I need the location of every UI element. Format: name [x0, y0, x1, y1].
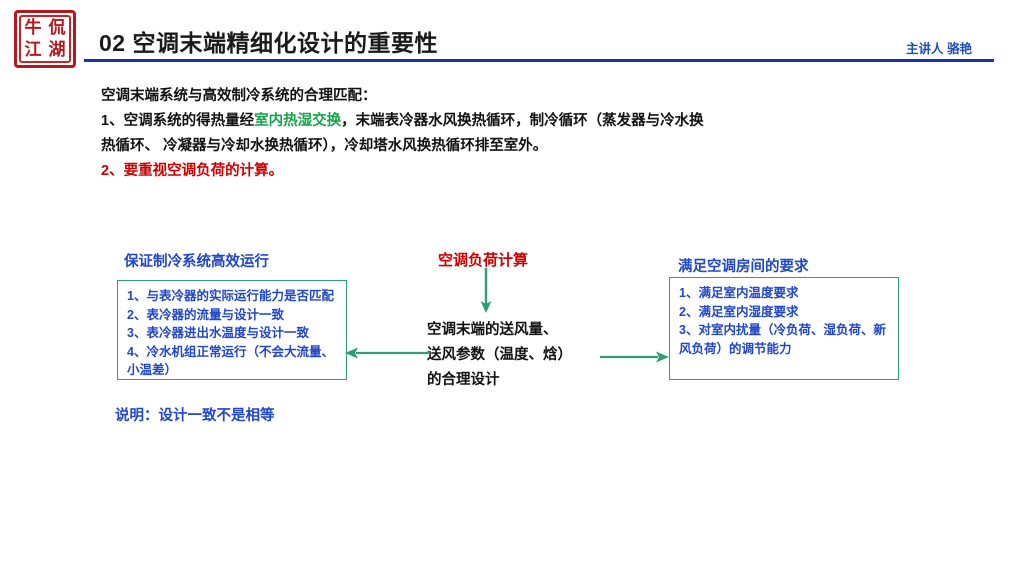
right-column-heading: 满足空调房间的要求: [678, 259, 809, 275]
left-column-heading: 保证制冷系统高效运行: [124, 254, 269, 270]
center-body-text: 空调末端的送风量、 送风参数（温度、焓） 的合理设计: [427, 318, 607, 393]
arrow-right-icon: [600, 351, 669, 363]
center-title: 空调负荷计算: [438, 252, 529, 269]
page-title: 02 空调末端精细化设计的重要性: [99, 30, 438, 56]
header-divider: [84, 59, 994, 62]
intro-line-2-part-b: ，末端表冷器水风换热循环，制冷循环（蒸发器与冷水换: [341, 113, 704, 129]
seal-char-3: 江: [24, 39, 42, 60]
intro-line-4: 2、要重视空调负荷的计算。: [101, 163, 284, 179]
seal-inner-border: 牛 侃 江 湖: [19, 15, 71, 63]
left-box-item-2: 2、表冷器的流量与设计一致: [127, 307, 284, 322]
intro-line-2-part-a: 1、空调系统的得热量经: [101, 113, 255, 129]
seal-char-2: 侃: [48, 17, 66, 38]
center-body-line-3: 的合理设计: [427, 372, 500, 388]
intro-paragraph: 空调末端系统与高效制冷系统的合理匹配： 1、空调系统的得热量经室内热湿交换，末端…: [101, 84, 931, 184]
arrow-down-icon: [480, 268, 492, 313]
seal-outer-border: [14, 10, 76, 68]
left-column-note: 说明：设计一致不是相等: [115, 408, 275, 424]
right-box-item-3: 3、对室内扰量（冷负荷、湿负荷、新风负荷）的调节能力: [679, 323, 886, 356]
center-body-line-1: 空调末端的送风量、: [427, 322, 558, 338]
intro-line-3: 热循环、 冷凝器与冷却水换热循环），冷却塔水风换热循环排至室外。: [101, 138, 548, 154]
right-box-item-2: 2、满足室内湿度要求: [679, 304, 799, 319]
presenter-label: 主讲人 骆艳: [906, 42, 972, 56]
left-box-item-3: 3、表冷器进出水温度与设计一致: [127, 326, 309, 340]
intro-line-1: 空调末端系统与高效制冷系统的合理匹配：: [101, 88, 377, 104]
arrow-left-icon: [345, 347, 430, 359]
center-body-line-2: 送风参数（温度、焓）: [427, 347, 572, 363]
right-box-item-1: 1、满足室内温度要求: [679, 286, 799, 300]
seal-char-4: 湖: [48, 39, 66, 60]
brand-seal-logo: 牛 侃 江 湖: [14, 10, 76, 68]
intro-line-2: 1、空调系统的得热量经室内热湿交换，末端表冷器水风换热循环，制冷循环（蒸发器与冷…: [101, 109, 931, 134]
left-box-item-1: 1、与表冷器的实际运行能力是否匹配: [127, 289, 334, 303]
seal-char-1: 牛: [24, 17, 42, 38]
left-requirements-box: 1、与表冷器的实际运行能力是否匹配 2、表冷器的流量与设计一致 3、表冷器进出水…: [117, 280, 347, 380]
left-box-item-4: 4、冷水机组正常运行（不会大流量、小温差）: [127, 344, 334, 378]
intro-highlight-term: 室内热湿交换: [254, 113, 342, 129]
right-requirements-box: 1、满足室内温度要求 2、满足室内湿度要求 3、对室内扰量（冷负荷、湿负荷、新风…: [669, 277, 899, 380]
